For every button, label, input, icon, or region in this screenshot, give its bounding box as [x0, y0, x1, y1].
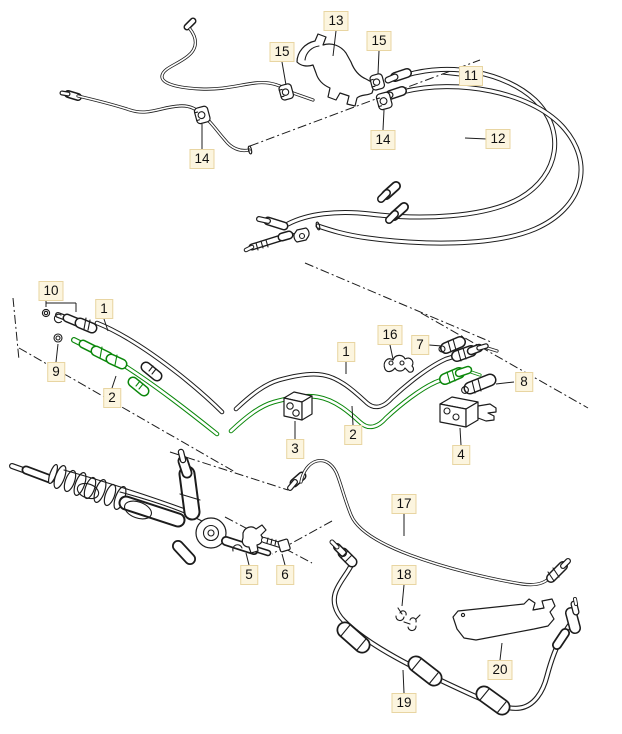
callout-7[interactable]: 7 — [411, 335, 429, 355]
callout-11[interactable]: 11 — [458, 66, 484, 86]
bracket-13 — [296, 33, 376, 107]
callout-8[interactable]: 8 — [515, 372, 533, 392]
union-block-3 — [283, 391, 313, 421]
tube-1-start-fitting — [55, 312, 98, 334]
callout-18[interactable]: 18 — [391, 565, 417, 585]
callout-1[interactable]: 1 — [337, 342, 355, 362]
callout-15[interactable]: 15 — [269, 42, 295, 62]
bracket-block-4 — [439, 396, 497, 428]
tube-1-end-fitting — [451, 343, 499, 362]
callout-16[interactable]: 16 — [377, 325, 403, 345]
callout-10[interactable]: 10 — [38, 281, 64, 301]
clip-14-left — [193, 105, 211, 125]
bolt-6 — [261, 537, 291, 553]
callout-5[interactable]: 5 — [240, 565, 258, 585]
exploded-pipe-piece — [243, 227, 310, 253]
callout-2[interactable]: 2 — [344, 425, 362, 445]
tube-union-collars — [127, 361, 163, 397]
callout-3[interactable]: 3 — [286, 439, 304, 459]
callout-19[interactable]: 19 — [391, 693, 417, 713]
clip-16 — [383, 354, 415, 373]
top-pipe-lower — [59, 90, 253, 155]
steering-rack — [9, 448, 272, 565]
callout-14[interactable]: 14 — [189, 149, 215, 169]
connector-7 — [438, 336, 466, 354]
callout-13[interactable]: 13 — [323, 11, 349, 31]
callout-14[interactable]: 14 — [370, 130, 396, 150]
pipe-17 — [287, 458, 571, 587]
callout-2[interactable]: 2 — [103, 388, 121, 408]
clip-18 — [395, 607, 421, 632]
tube-2-end-fitting-highlighted — [439, 365, 482, 385]
bracket-20 — [452, 598, 556, 641]
washer-10a — [41, 308, 51, 318]
hose-19 — [329, 539, 581, 716]
hose-12 — [315, 84, 584, 246]
callout-6[interactable]: 6 — [276, 565, 294, 585]
callout-15[interactable]: 15 — [366, 31, 392, 51]
callout-1[interactable]: 1 — [95, 299, 113, 319]
clip-15-left — [278, 83, 295, 101]
hose-11 — [285, 66, 558, 227]
callout-20[interactable]: 20 — [487, 660, 513, 680]
washer-9 — [53, 333, 63, 343]
tube-2-start-fitting — [71, 337, 128, 370]
callout-17[interactable]: 17 — [391, 494, 417, 514]
callout-9[interactable]: 9 — [47, 362, 65, 382]
connector-8 — [461, 373, 497, 395]
clip-14-right — [375, 91, 393, 111]
clip-15-right — [369, 73, 386, 91]
tube-1 — [94, 320, 462, 415]
callout-4[interactable]: 4 — [452, 445, 470, 465]
callout-leader-lines — [45, 30, 515, 694]
callout-12[interactable]: 12 — [485, 129, 511, 149]
ring-10b — [53, 313, 63, 324]
top-pipe-upper — [160, 17, 315, 102]
